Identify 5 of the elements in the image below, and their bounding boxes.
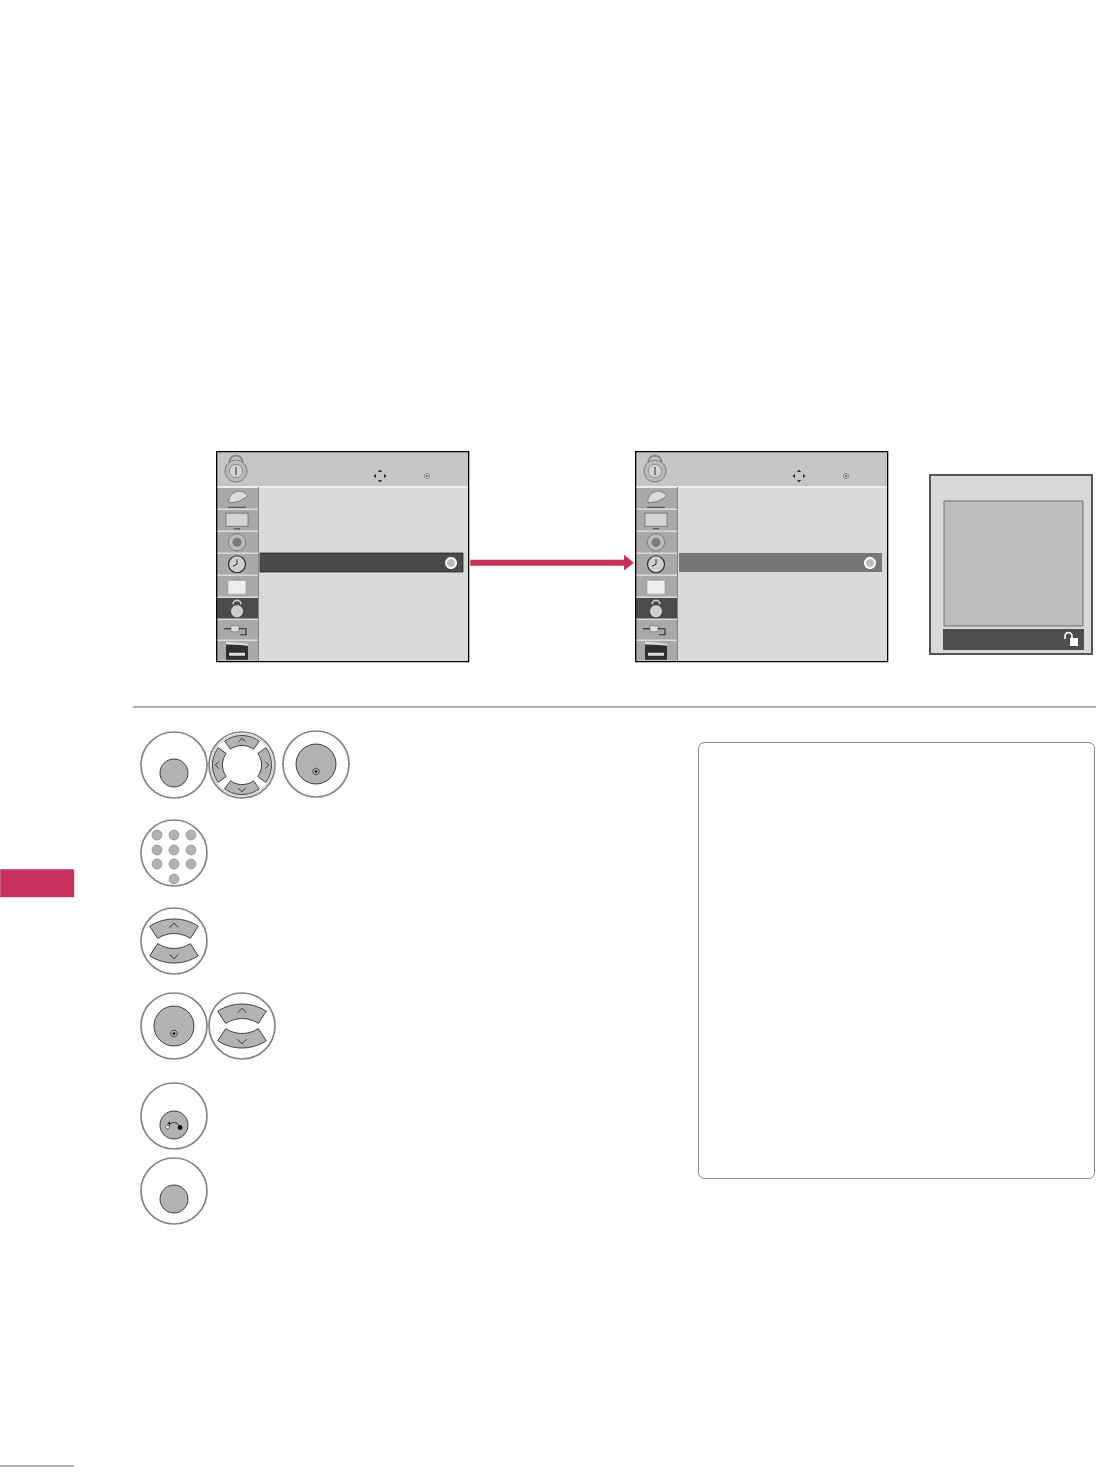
menu-screenshot [215,451,470,663]
menu-screenshot [634,451,889,663]
section-tab [0,869,75,898]
note-box [698,742,1095,1179]
lock-screen [929,474,1093,655]
